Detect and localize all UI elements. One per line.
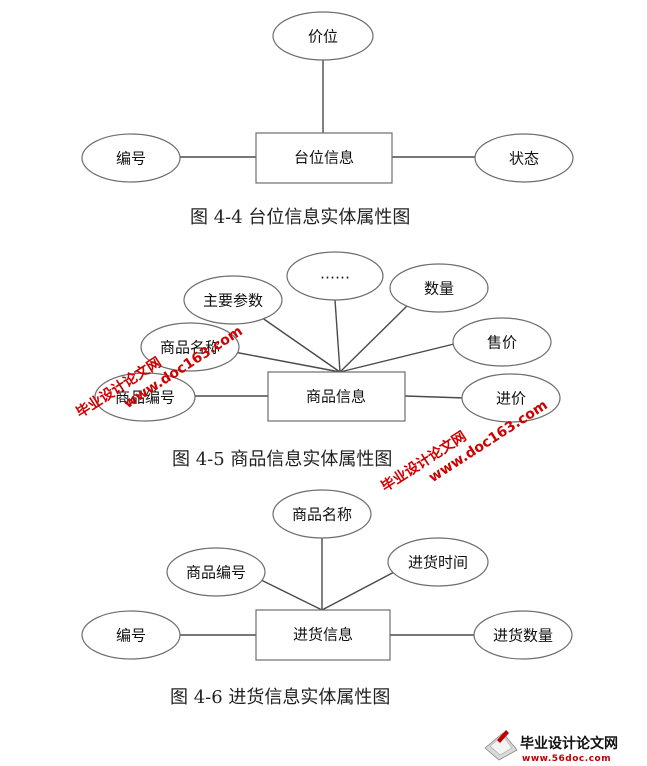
attribute-ellipse [474, 133, 574, 183]
attribute-label: 进价 [496, 390, 526, 408]
diagram-product-info: 商品信息 …… 主要参数 数量 商品名称 售价 商品编号 进价 图 4-5 商品… [94, 251, 561, 470]
attribute-ellipse [94, 372, 196, 422]
connector-line [339, 302, 411, 373]
attribute-label: 数量 [424, 280, 454, 298]
attribute-label: 售价 [487, 334, 517, 352]
entity-label: 商品信息 [306, 388, 366, 406]
attribute-label: 状态 [509, 150, 539, 168]
attribute-ellipse [461, 373, 561, 423]
attribute-label: 编号 [116, 627, 146, 645]
diagram-purchase-info: 进货信息 商品名称 商品编号 进货时间 编号 进货数量 图 4-6 进货信息实体… [81, 489, 573, 708]
attribute-ellipse [387, 537, 489, 587]
attribute-label: …… [320, 265, 350, 283]
entity-label: 进货信息 [293, 626, 353, 644]
connector-line [233, 351, 341, 373]
attribute-ellipse [81, 133, 181, 183]
attribute-label: 主要参数 [203, 292, 263, 310]
attribute-label: 编号 [116, 150, 146, 168]
attribute-ellipse [389, 263, 489, 313]
attribute-label: 进货时间 [408, 554, 468, 572]
site-logo: 毕业设计论文网 www.56doc.com [484, 730, 618, 764]
entity-label: 台位信息 [294, 149, 354, 167]
attribute-label: 商品编号 [186, 564, 246, 582]
attribute-ellipse [473, 610, 573, 660]
attribute-ellipse [452, 317, 552, 367]
entity-box [267, 371, 406, 422]
entity-box [255, 609, 391, 661]
diagram-seat-info: 台位信息 价位 编号 状态 图 4-4 台位信息实体属性图 [81, 11, 574, 228]
connector-line [321, 569, 399, 611]
connector-line [257, 314, 341, 373]
logo-text: 毕业设计论文网 [520, 735, 618, 752]
attribute-label: 商品名称 [292, 506, 352, 524]
attribute-label: 进货数量 [493, 627, 553, 645]
connector-line [404, 395, 466, 399]
connector-line [334, 299, 341, 373]
logo-url: www.56doc.com [522, 754, 611, 764]
logo-icon [484, 730, 518, 761]
figure-caption: 图 4-5 商品信息实体属性图 [172, 449, 392, 470]
attribute-ellipse [183, 275, 283, 325]
attribute-ellipse [272, 11, 374, 61]
attribute-ellipse [140, 322, 240, 372]
figure-caption: 图 4-4 台位信息实体属性图 [190, 207, 410, 228]
figure-caption: 图 4-6 进货信息实体属性图 [170, 687, 390, 708]
attribute-ellipse [166, 547, 266, 597]
attribute-ellipse [272, 489, 372, 539]
attribute-label: 商品编号 [115, 389, 175, 407]
attribute-label: 商品名称 [160, 339, 220, 357]
attribute-ellipse [81, 610, 181, 660]
connector-line [339, 342, 459, 373]
attribute-ellipse [286, 251, 384, 301]
connector-line [254, 576, 323, 611]
attribute-label: 价位 [308, 28, 338, 46]
entity-box [255, 132, 393, 184]
